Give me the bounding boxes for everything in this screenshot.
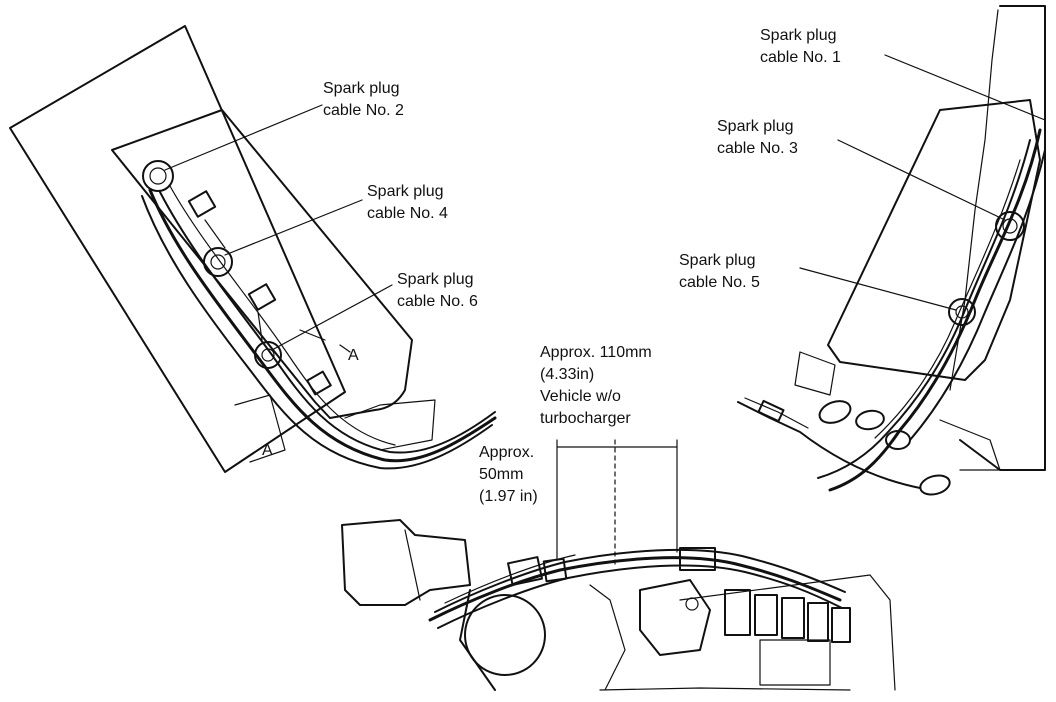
label-line: (1.97 in) <box>479 488 538 505</box>
bottom-harness-assembly <box>341 519 896 691</box>
label-line: Spark plug <box>367 183 444 200</box>
label-line: Spark plug <box>717 118 794 135</box>
label-line: turbocharger <box>540 410 631 427</box>
label-spark-plug-cable-6: Spark plug cable No. 6 <box>397 269 478 313</box>
label-line: Spark plug <box>679 252 756 269</box>
label-spark-plug-cable-1: Spark plug cable No. 1 <box>760 25 841 69</box>
label-line: cable No. 4 <box>367 205 448 222</box>
label-line: Approx. 110mm <box>540 344 652 361</box>
dimension-lines <box>556 439 678 566</box>
section-mark-a-upper: A <box>348 347 359 364</box>
section-mark-a-lower: A <box>262 442 273 459</box>
label-line: cable No. 2 <box>323 102 404 119</box>
right-cylinder-head <box>737 5 1046 496</box>
label-line: Spark plug <box>397 271 474 288</box>
label-spark-plug-cable-3: Spark plug cable No. 3 <box>717 116 798 160</box>
label-line: Vehicle w/o <box>540 388 621 405</box>
label-line: Spark plug <box>760 27 837 44</box>
leader-lines <box>164 54 1046 351</box>
label-approx-110mm: Approx. 110mm (4.33in) Vehicle w/o turbo… <box>540 342 652 430</box>
label-line: Approx. <box>479 444 535 461</box>
label-line: 50mm <box>479 466 524 483</box>
label-spark-plug-cable-2: Spark plug cable No. 2 <box>323 78 404 122</box>
left-cylinder-head: A A <box>9 25 497 473</box>
label-spark-plug-cable-5: Spark plug cable No. 5 <box>679 250 760 294</box>
label-line: (4.33in) <box>540 366 595 383</box>
label-approx-50mm: Approx. 50mm (1.97 in) <box>479 442 538 508</box>
plug-boot-2 <box>142 160 174 192</box>
label-spark-plug-cable-4: Spark plug cable No. 4 <box>367 181 448 225</box>
label-line: cable No. 6 <box>397 293 478 310</box>
label-line: cable No. 5 <box>679 274 760 291</box>
label-line: Spark plug <box>323 80 400 97</box>
label-line: cable No. 1 <box>760 49 841 66</box>
label-line: cable No. 3 <box>717 140 798 157</box>
